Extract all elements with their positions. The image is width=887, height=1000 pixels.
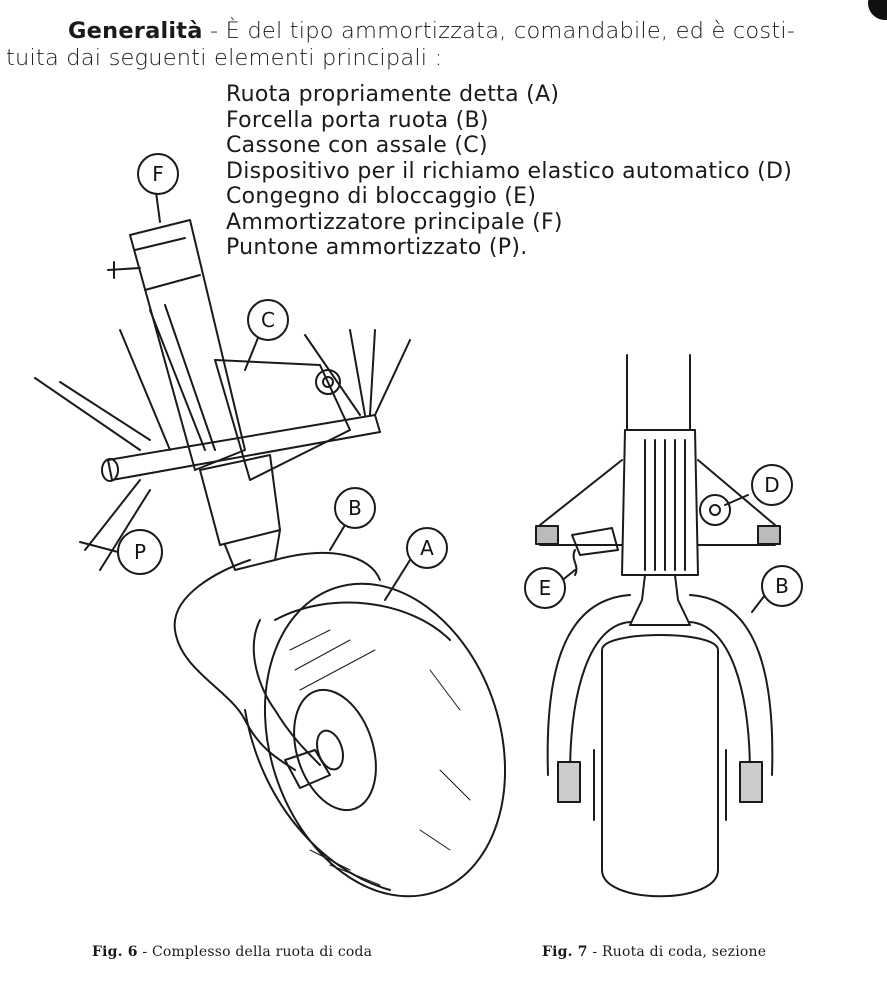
label-B-section: B [775,574,789,598]
intro-paragraph: Generalità - È del tipo ammortizzata, co… [6,18,866,72]
intro-line-1-text: - È del tipo ammortizzata, comandabile, … [202,18,796,44]
element-item: Congegno di bloccaggio (E) [226,184,537,209]
figure-6-tail-wheel-assembly: F C B A P [34,153,507,898]
figure-7-number: Fig. 7 [542,944,588,960]
intro-heading: Generalità [68,18,203,44]
figure-7-tail-wheel-section: D E B [524,354,803,898]
corner-mark [868,0,887,20]
figure-7-caption-text: - Ruota di coda, sezione [587,944,767,960]
element-item: Forcella porta ruota (B) [226,107,489,133]
elements-list: Ruota propriamente detta (A) Forcella po… [226,82,792,261]
intro-line-1: Generalità - È del tipo ammortizzata, co… [6,18,866,45]
element-item: Dispositivo per il richiamo elastico aut… [226,158,793,184]
figure-7-caption: Fig. 7 - Ruota di coda, sezione [542,944,766,960]
label-D: D [764,473,779,497]
label-P: P [134,540,146,564]
label-F: F [152,162,164,186]
label-A: A [420,536,434,560]
figure-6-number: Fig. 6 [92,944,138,960]
element-item: Ruota propriamente detta (A) [226,82,560,107]
figure-6-caption-text: - Complesso della ruota di coda [137,944,373,960]
element-item: Puntone ammortizzato (P). [226,235,528,260]
element-item: Ammortizzatore principale (F) [226,209,563,235]
label-C: C [261,308,275,332]
element-item: Cassone con assale (C) [226,133,488,158]
label-B: B [348,496,362,520]
intro-line-2: tuita dai seguenti elementi principali : [6,45,443,71]
label-E: E [539,576,552,600]
figure-6-caption: Fig. 6 - Complesso della ruota di coda [92,944,372,960]
